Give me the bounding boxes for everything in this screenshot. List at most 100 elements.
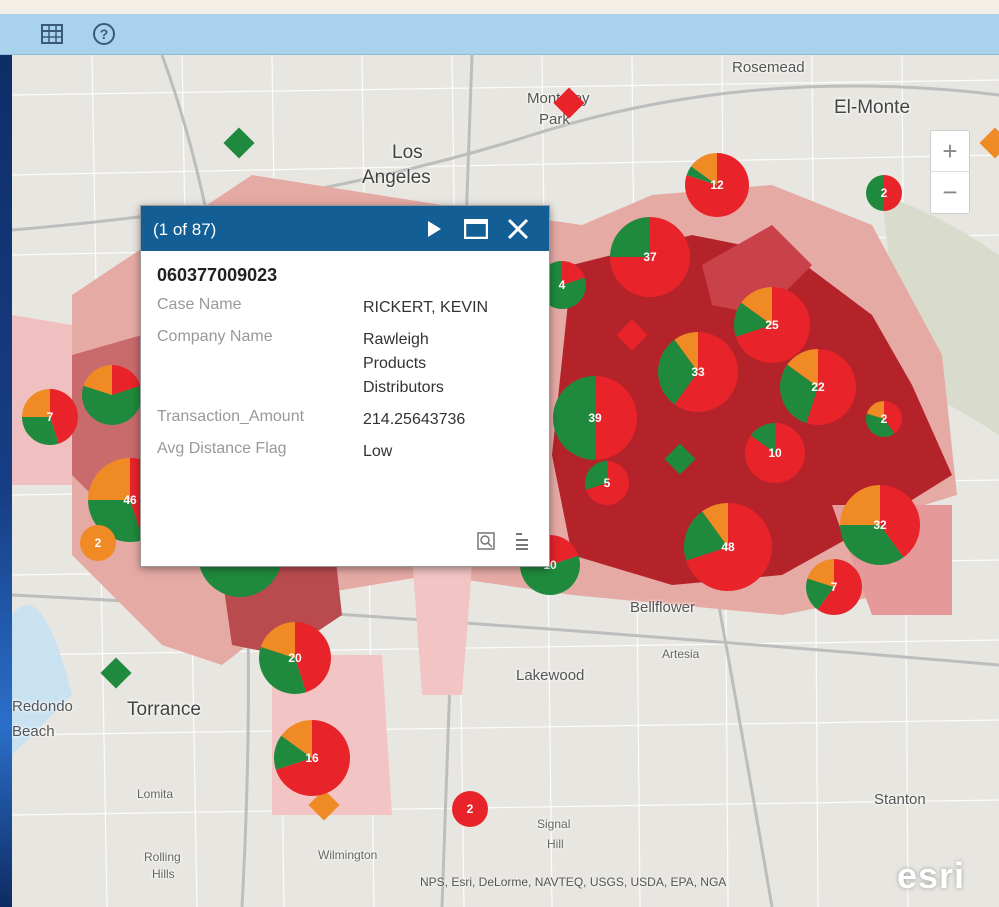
cluster-pie[interactable]: 25 — [734, 287, 811, 363]
cluster-count: 2 — [881, 412, 888, 426]
point-marker[interactable] — [100, 657, 132, 689]
cluster-count: 37 — [643, 250, 657, 264]
cluster-pie[interactable]: 39 — [553, 376, 637, 460]
place-label: Rosemead — [732, 59, 805, 76]
cluster-pie[interactable]: 37 — [610, 217, 690, 297]
place-label: Redondo — [12, 698, 73, 715]
field-transaction-amount: Transaction_Amount 214.25643736 — [157, 408, 533, 432]
popup-content: 060377009023 Case Name RICKERT, KEVIN Co… — [141, 251, 549, 486]
cluster-count: 2 — [95, 536, 102, 550]
field-company-name: Company Name Rawleigh Products Distribut… — [157, 328, 533, 400]
play-icon — [428, 221, 441, 237]
cluster-pie[interactable]: 5 — [585, 461, 630, 505]
popup-feature-count: (1 of 87) — [153, 220, 217, 239]
cluster-count: 2 — [881, 186, 888, 200]
cluster-pie[interactable]: 12 — [684, 153, 749, 217]
zoom-control: + − — [930, 130, 970, 214]
cluster-pie[interactable]: 48 — [684, 503, 772, 591]
place-label: Bellflower — [630, 599, 696, 616]
cluster-pie[interactable]: 16 — [274, 720, 350, 796]
zoom-in-button[interactable]: + — [931, 131, 969, 172]
cluster-count: 7 — [47, 410, 54, 424]
esri-logo: esri — [897, 855, 966, 896]
place-label: Stanton — [874, 791, 926, 808]
place-label: Angeles — [362, 167, 431, 188]
cluster-pie[interactable]: 20 — [259, 622, 332, 694]
help-icon[interactable]: ? — [92, 22, 116, 46]
place-label: Hills — [152, 867, 175, 881]
menu-icon — [516, 533, 528, 550]
field-value: Rawleigh Products Distributors — [363, 331, 444, 396]
field-label: Transaction_Amount — [157, 408, 305, 425]
point-marker[interactable] — [553, 87, 585, 119]
cluster-pie[interactable]: 33 — [658, 332, 739, 412]
cluster-pie[interactable]: 4 — [538, 261, 587, 309]
cluster-pie[interactable]: 7 — [806, 559, 863, 615]
cluster-pie[interactable]: 2 — [452, 791, 488, 827]
cluster-count: 48 — [721, 540, 735, 554]
top-header-strip — [0, 0, 999, 14]
field-avg-distance-flag: Avg Distance Flag Low — [157, 440, 533, 464]
cluster-count: 46 — [123, 493, 137, 507]
place-label: Torrance — [127, 699, 201, 720]
place-label: Wilmington — [318, 848, 378, 862]
cluster-pie[interactable]: 10 — [744, 423, 805, 483]
zoom-out-button[interactable]: − — [942, 176, 958, 207]
place-label: Lakewood — [516, 667, 585, 684]
place-label: Beach — [12, 723, 55, 740]
cluster-pie[interactable] — [82, 365, 142, 426]
cluster-pie[interactable]: 2 — [80, 525, 116, 561]
cluster-pie[interactable]: 2 — [866, 175, 902, 211]
popup-title: 060377009023 — [157, 265, 278, 285]
field-value: Low — [363, 443, 393, 460]
map-toolbar: ? — [0, 14, 999, 55]
place-label: Park — [539, 111, 570, 128]
field-value: RICKERT, KEVIN — [363, 299, 489, 316]
cluster-count: 33 — [691, 365, 705, 379]
field-label: Company Name — [157, 328, 273, 345]
cluster-count: 7 — [831, 580, 838, 594]
point-marker[interactable] — [308, 789, 340, 821]
cluster-count: 22 — [811, 380, 825, 394]
table-icon[interactable] — [40, 22, 64, 46]
cluster-pie[interactable]: 2 — [866, 401, 903, 437]
zoom-to-button[interactable] — [475, 530, 497, 552]
cluster-count: 5 — [604, 476, 611, 490]
place-label: El-Monte — [834, 97, 911, 118]
field-value: 214.25643736 — [363, 411, 466, 428]
point-marker[interactable] — [979, 127, 999, 159]
cluster-count: 25 — [765, 318, 779, 332]
more-options-button[interactable] — [511, 530, 533, 552]
cluster-pie[interactable]: 22 — [779, 349, 856, 425]
place-label: Rolling — [144, 850, 181, 864]
cluster-count: 4 — [559, 278, 566, 292]
point-marker[interactable] — [223, 127, 255, 159]
place-label: Lomita — [137, 787, 174, 801]
cluster-count: 39 — [588, 411, 602, 425]
cluster-pie[interactable]: 7 — [22, 389, 78, 445]
place-label: Los — [392, 142, 423, 163]
svg-text:?: ? — [100, 26, 109, 42]
map-attribution: NPS, Esri, DeLorme, NAVTEQ, USGS, USDA, … — [420, 875, 727, 889]
place-label: Hill — [547, 837, 564, 851]
close-button[interactable] — [505, 216, 531, 242]
place-label: Signal — [537, 817, 571, 831]
field-label: Case Name — [157, 296, 242, 313]
cluster-count: 12 — [710, 178, 724, 192]
place-label: Artesia — [662, 647, 700, 661]
maximize-button[interactable] — [463, 216, 489, 242]
point-marker[interactable] — [664, 443, 696, 475]
next-feature-button[interactable] — [421, 216, 447, 242]
field-label: Avg Distance Flag — [157, 440, 287, 457]
point-marker[interactable] — [616, 319, 648, 351]
feature-popup: (1 of 87) 060377009023 Case Name RICKERT… — [140, 205, 550, 567]
cluster-pie[interactable]: 32 — [840, 485, 921, 565]
popup-actions — [475, 530, 533, 552]
maximize-icon — [464, 219, 488, 239]
popup-header: (1 of 87) — [141, 206, 549, 251]
cluster-count: 32 — [873, 518, 887, 532]
left-panel-edge — [0, 0, 12, 907]
cluster-count: 16 — [305, 751, 319, 765]
cluster-count: 2 — [467, 802, 474, 816]
field-case-name: Case Name RICKERT, KEVIN — [157, 296, 533, 320]
